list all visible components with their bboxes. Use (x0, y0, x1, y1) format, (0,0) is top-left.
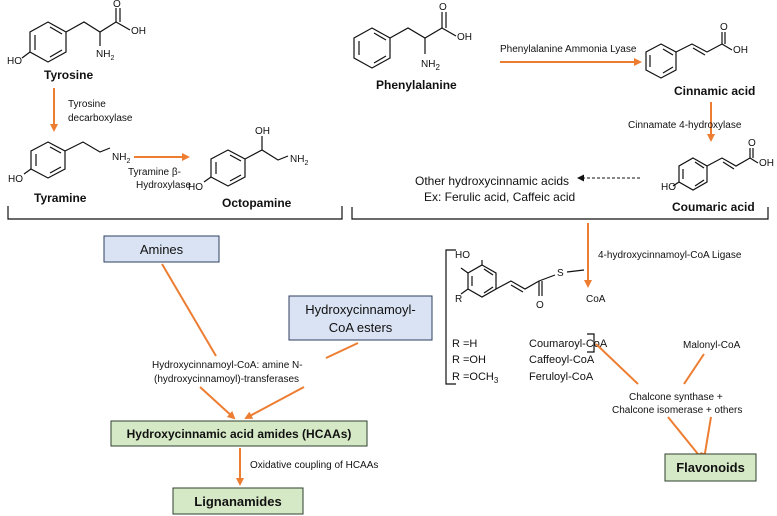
enzyme-oxidative-coupling: Oxidative coupling of HCAAs (250, 460, 378, 471)
lignanamides-box-label: Lignanamides (194, 494, 281, 509)
tyramine-label: Tyramine (34, 191, 87, 205)
octopamine-label: Octopamine (222, 196, 292, 210)
coumaric-hydroxyl: HO (661, 182, 676, 193)
enzyme-transferase-line1: Hydroxycinnamoyl-CoA: amine N- (152, 360, 303, 371)
malonyl-coa-label: Malonyl-CoA (683, 340, 741, 351)
cinnamic-acid-oh: OH (733, 45, 748, 56)
phenylalanine-amine: NH2 (421, 59, 440, 72)
ester-caffeoyl-coa: Caffeoyl-CoA (529, 354, 595, 366)
flavonoids-box (664, 453, 757, 482)
coumaric-acid-oh: OH (759, 158, 774, 169)
octopamine-amine: NH2 (290, 154, 308, 167)
arrow-malonyl-to-chalcone (683, 353, 705, 385)
hca-coa-esters-line2: CoA esters (329, 320, 393, 335)
other-hca-line1: Other hydroxycinnamic acids (415, 174, 569, 188)
enzyme-tyramine-hydroxylase-line1: Tyramine β- (128, 167, 181, 178)
coa-ester-coa: CoA (586, 294, 606, 305)
arrow-chalcone-to-flavonoids (667, 416, 704, 461)
amines-bracket (7, 206, 343, 220)
other-hca-line2: Ex: Ferulic acid, Caffeic acid (424, 190, 575, 204)
coumaroyl-bracket (587, 333, 595, 353)
octopamine-hydroxyl-side: OH (255, 126, 270, 137)
amines-box (103, 235, 220, 263)
tyrosine-label: Tyrosine (44, 68, 93, 82)
tyramine-structure: NH2 HO (8, 141, 130, 185)
tyrosine-structure: O OH NH2 HO (7, 0, 146, 67)
coa-ester-hydroxyl: HO (455, 250, 470, 261)
ester-r-oh: R =OH (452, 354, 486, 366)
coumaric-carbonyl-o: O (748, 138, 756, 149)
hcaas-box (110, 420, 368, 447)
coa-ester-carbonyl-o: O (536, 300, 544, 311)
lignanamides-box (172, 487, 304, 515)
arrow-transferase-to-hcaas-right (244, 386, 305, 419)
hcaas-box-label: Hydroxycinnamic acid amides (HCAAs) (127, 427, 352, 441)
flavonoids-box-label: Flavonoids (676, 460, 745, 475)
tyrosine-carbonyl-o: O (113, 0, 121, 10)
ester-coumaroyl-coa: Coumaroyl-CoA (529, 338, 608, 350)
coa-ester-sulfur: S (557, 268, 564, 279)
cinnamic-acid-structure: O OH (645, 22, 748, 79)
tyrosine-hydroxyl: HO (7, 56, 22, 67)
ester-r-och3: R =OCH3 (452, 371, 499, 385)
phenylalanine-label: Phenylalanine (376, 78, 457, 92)
arrow-transferase-to-hcaas-left (199, 386, 236, 420)
enzyme-chalcone-synthase: Chalcone synthase + (629, 392, 723, 403)
enzyme-4cl: 4-hydroxycinnamoyl-CoA Ligase (598, 250, 742, 261)
octopamine-structure: OH NH2 HO (188, 126, 308, 193)
cinnamic-carbonyl-o: O (720, 22, 728, 33)
hydroxycinnamoyl-coa-structure: HO R O S CoA (445, 249, 606, 385)
ester-feruloyl-coa: Feruloyl-CoA (529, 371, 594, 383)
phenylalanine-acid-oh: OH (457, 32, 472, 43)
tyramine-amine: NH2 (112, 152, 130, 165)
hca-coa-esters-box (288, 295, 433, 341)
hca-coa-esters-line1: Hydroxycinnamoyl- (305, 302, 416, 317)
tyramine-hydroxyl: HO (8, 174, 23, 185)
coumaric-acid-structure: O OH HO (661, 138, 774, 193)
enzyme-transferase-line2: (hydroxycinnamoyl)-transferases (154, 374, 299, 385)
cinnamic-acid-label: Cinnamic acid (674, 84, 755, 98)
enzyme-chalcone-isomerase: Chalcone isomerase + others (612, 405, 742, 416)
enzyme-pal: Phenylalanine Ammonia Lyase (500, 44, 637, 55)
arrow-others-to-flavonoids (701, 416, 712, 461)
amines-box-label: Amines (140, 242, 184, 257)
arrow-coa-esters-to-transferase (325, 342, 359, 359)
tyrosine-amine: NH2 (96, 49, 114, 62)
ester-r-h: R =H (452, 338, 477, 350)
octopamine-hydroxyl: HO (188, 182, 203, 193)
phenylalanine-structure: O OH NH2 (353, 2, 472, 72)
hca-bracket (351, 207, 769, 220)
enzyme-tyramine-hydroxylase-line2: Hydroxylase (136, 180, 191, 191)
tyrosine-acid-oh: OH (131, 26, 146, 37)
coumaric-acid-label: Coumaric acid (672, 200, 755, 214)
enzyme-c4h: Cinnamate 4-hydroxylase (628, 120, 742, 131)
arrow-coumaroyl-to-chalcone (595, 343, 639, 385)
phenylalanine-carbonyl-o: O (439, 2, 447, 13)
coa-ester-r-group: R (455, 294, 462, 305)
enzyme-tyrosine-decarboxylase-line2: decarboxylase (68, 113, 133, 124)
enzyme-tyrosine-decarboxylase-line1: Tyrosine (68, 99, 106, 110)
arrow-amines-to-transferase (161, 263, 217, 357)
